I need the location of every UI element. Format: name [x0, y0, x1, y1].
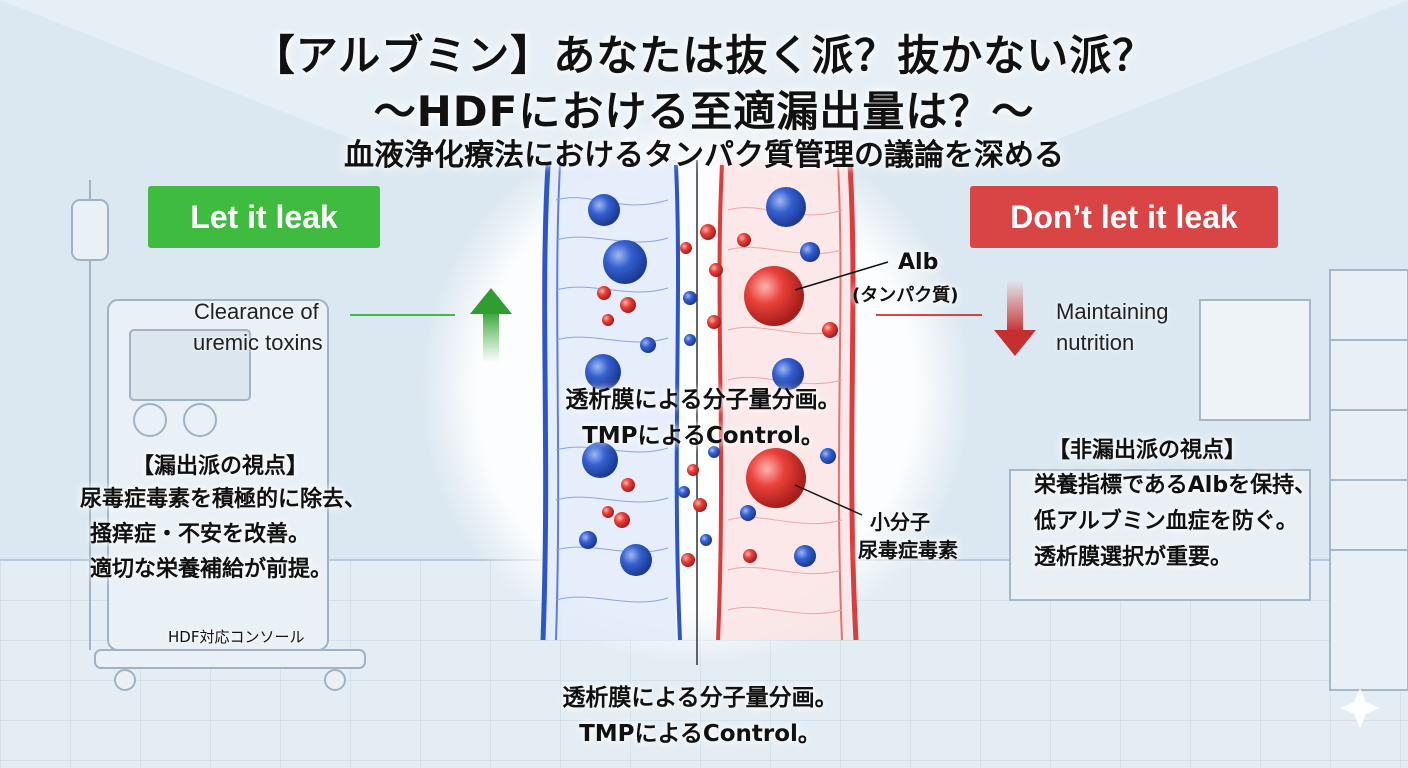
molecule	[772, 358, 804, 390]
molecule	[620, 544, 652, 576]
molecule	[614, 512, 630, 528]
small-molecule-label: 小分子	[870, 510, 930, 534]
let-it-leak-badge: Let it leak	[148, 186, 380, 248]
red-molecules	[597, 224, 838, 567]
no-leak-view-line: 栄養指標であるAlbを保持、	[1034, 473, 1317, 498]
leak-view-line: 適切な栄養補給が前提。	[90, 557, 333, 582]
nutrition-label-line-2: nutrition	[1056, 330, 1135, 355]
molecule	[681, 553, 695, 567]
nutrition-label-line-1: Maintaining	[1056, 299, 1169, 324]
center-caption-line-1: 透析膜による分子量分画。	[565, 387, 841, 413]
molecule	[800, 242, 820, 262]
center-caption: 透析膜による分子量分画。 TMPによるControl。	[478, 382, 928, 454]
molecule	[683, 291, 697, 305]
console-label: HDF対応コンソール	[168, 628, 305, 646]
molecule	[597, 286, 611, 300]
main-title-line-1: 【アルブミン】あなたは抜く派？抜かない派？	[252, 31, 1156, 80]
bottom-caption-line-2: TMPによるControl。	[579, 721, 821, 747]
molecule	[602, 314, 614, 326]
molecule	[687, 464, 699, 476]
molecule	[794, 545, 816, 567]
albumin-molecule-upper	[744, 266, 804, 326]
leak-view-line: 尿毒症毒素を積極的に除去、	[80, 487, 367, 512]
molecule	[620, 297, 636, 313]
clearance-label-line-2: uremic toxins	[193, 330, 323, 355]
up-arrow-icon	[470, 288, 512, 362]
molecule	[579, 531, 597, 549]
molecule	[640, 337, 656, 353]
molecule	[693, 498, 707, 512]
alb-label: Alb	[898, 250, 939, 275]
no-leak-view-body: 栄養指標であるAlbを保持、 低アルブミン血症を防ぐ。 透析膜選択が重要。	[1034, 468, 1316, 576]
down-arrow-icon	[994, 280, 1036, 356]
molecule	[684, 334, 696, 346]
molecule	[700, 534, 712, 546]
center-caption-line-2: TMPによるControl。	[582, 423, 824, 449]
molecule	[603, 240, 647, 284]
molecule	[585, 354, 621, 390]
subtitle: 血液浄化療法におけるタンパク質管理の議論を深める	[344, 138, 1064, 173]
molecule	[737, 233, 751, 247]
molecule	[602, 506, 614, 518]
molecule	[709, 263, 723, 277]
no-leak-view-line: 透析膜選択が重要。	[1034, 545, 1233, 570]
ceiling	[0, 0, 1408, 150]
blood-channel-left	[540, 160, 682, 641]
bottom-caption-line-1: 透析膜による分子量分画。	[562, 685, 838, 711]
leak-view-line: 掻痒症・不安を改善。	[90, 522, 311, 547]
alb-sub-label: (タンパク質)	[852, 285, 959, 306]
molecule	[766, 187, 806, 227]
hdf-console-illustration	[71, 180, 366, 691]
molecule	[621, 478, 635, 492]
no-leak-view-title: 【非漏出派の視点】	[1048, 438, 1247, 463]
molecule	[707, 315, 721, 329]
molecule	[700, 224, 716, 240]
bottom-caption: 透析膜による分子量分画。 TMPによるControl。	[470, 680, 930, 752]
dont-let-it-leak-badge: Don’t let it leak	[970, 186, 1278, 248]
molecule	[740, 505, 756, 521]
leak-view-title: 【漏出派の視点】	[132, 454, 309, 479]
molecule	[820, 448, 836, 464]
small-molecule-callout-line	[794, 484, 863, 516]
no-leak-view-line: 低アルブミン血症を防ぐ。	[1034, 509, 1298, 534]
alb-callout-line	[794, 261, 889, 291]
molecule	[822, 322, 838, 338]
molecule	[680, 242, 692, 254]
clearance-label-line-1: Clearance of	[194, 299, 319, 324]
albumin-molecule-lower	[746, 448, 806, 508]
blue-molecules	[579, 187, 836, 576]
sparkle-icon	[1340, 688, 1380, 728]
shelf-illustration	[1009, 269, 1408, 691]
molecule	[708, 446, 720, 458]
uremic-toxin-label: 尿毒症毒素	[858, 538, 958, 562]
leak-view-body: 尿毒症毒素を積極的に除去、 掻痒症・不安を改善。 適切な栄養補給が前提。	[80, 482, 366, 587]
molecule	[678, 486, 690, 498]
main-title-line-2: 〜HDFにおける至適漏出量は？〜	[373, 87, 1035, 136]
molecule	[588, 194, 620, 226]
molecule	[743, 549, 757, 563]
molecule	[582, 442, 618, 478]
